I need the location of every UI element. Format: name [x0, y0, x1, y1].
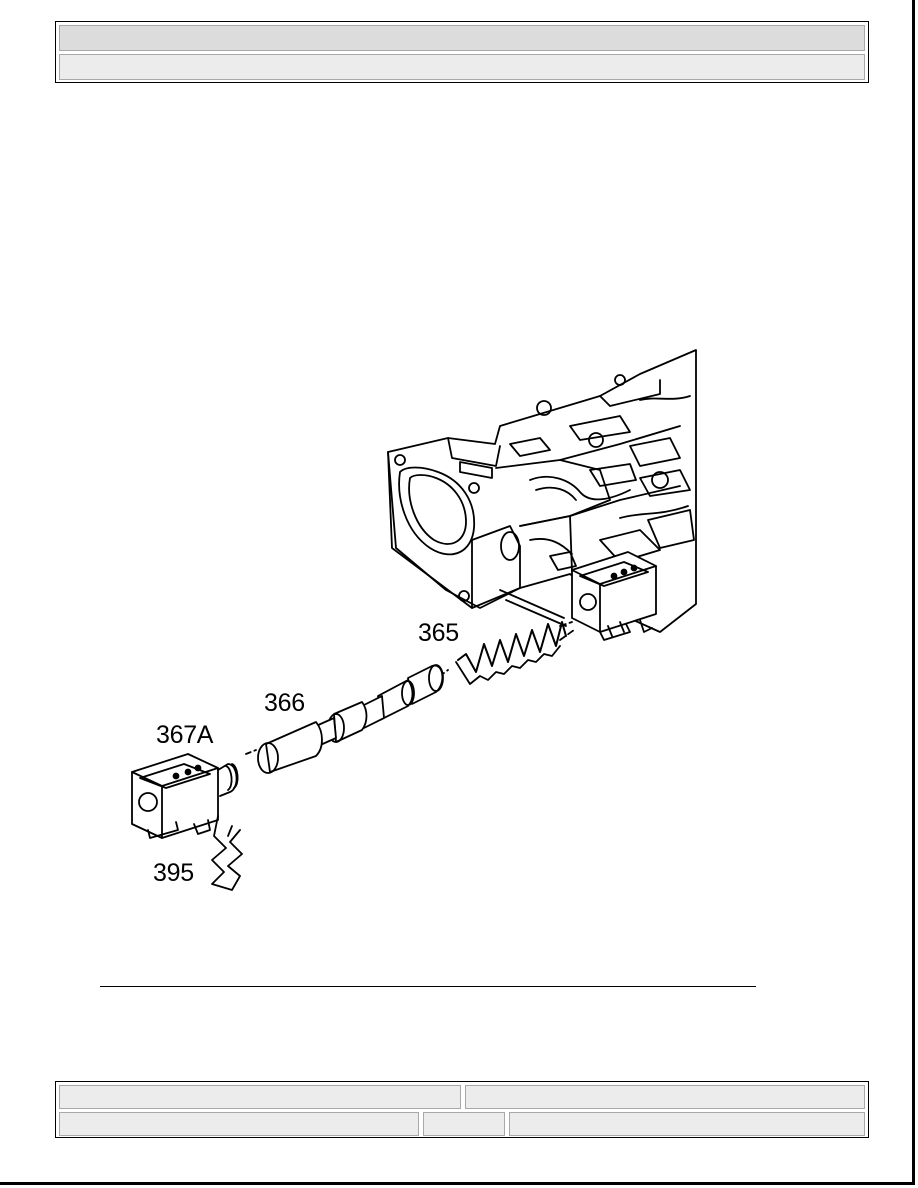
footer-cell-5 — [509, 1112, 865, 1136]
header-subtitle-row — [59, 54, 865, 80]
horizontal-rule — [100, 986, 756, 987]
valve-366 — [245, 664, 449, 774]
header-title-row — [59, 25, 865, 51]
header-table — [55, 21, 869, 83]
spring-365 — [455, 621, 575, 685]
callout-366: 366 — [264, 689, 305, 717]
retainer-clip-395 — [211, 815, 243, 891]
footer-cell-1 — [59, 1085, 461, 1109]
solenoid-367a — [131, 753, 239, 839]
callout-367a: 367A — [156, 721, 214, 749]
callout-365: 365 — [418, 619, 459, 647]
footer-table — [55, 1081, 869, 1138]
footer-cell-2 — [465, 1085, 865, 1109]
exploded-view-illustration — [100, 340, 720, 900]
callout-395: 395 — [153, 859, 194, 887]
footer-cell-3 — [59, 1112, 419, 1136]
footer-cell-4 — [423, 1112, 505, 1136]
installed-solenoid — [559, 551, 657, 641]
